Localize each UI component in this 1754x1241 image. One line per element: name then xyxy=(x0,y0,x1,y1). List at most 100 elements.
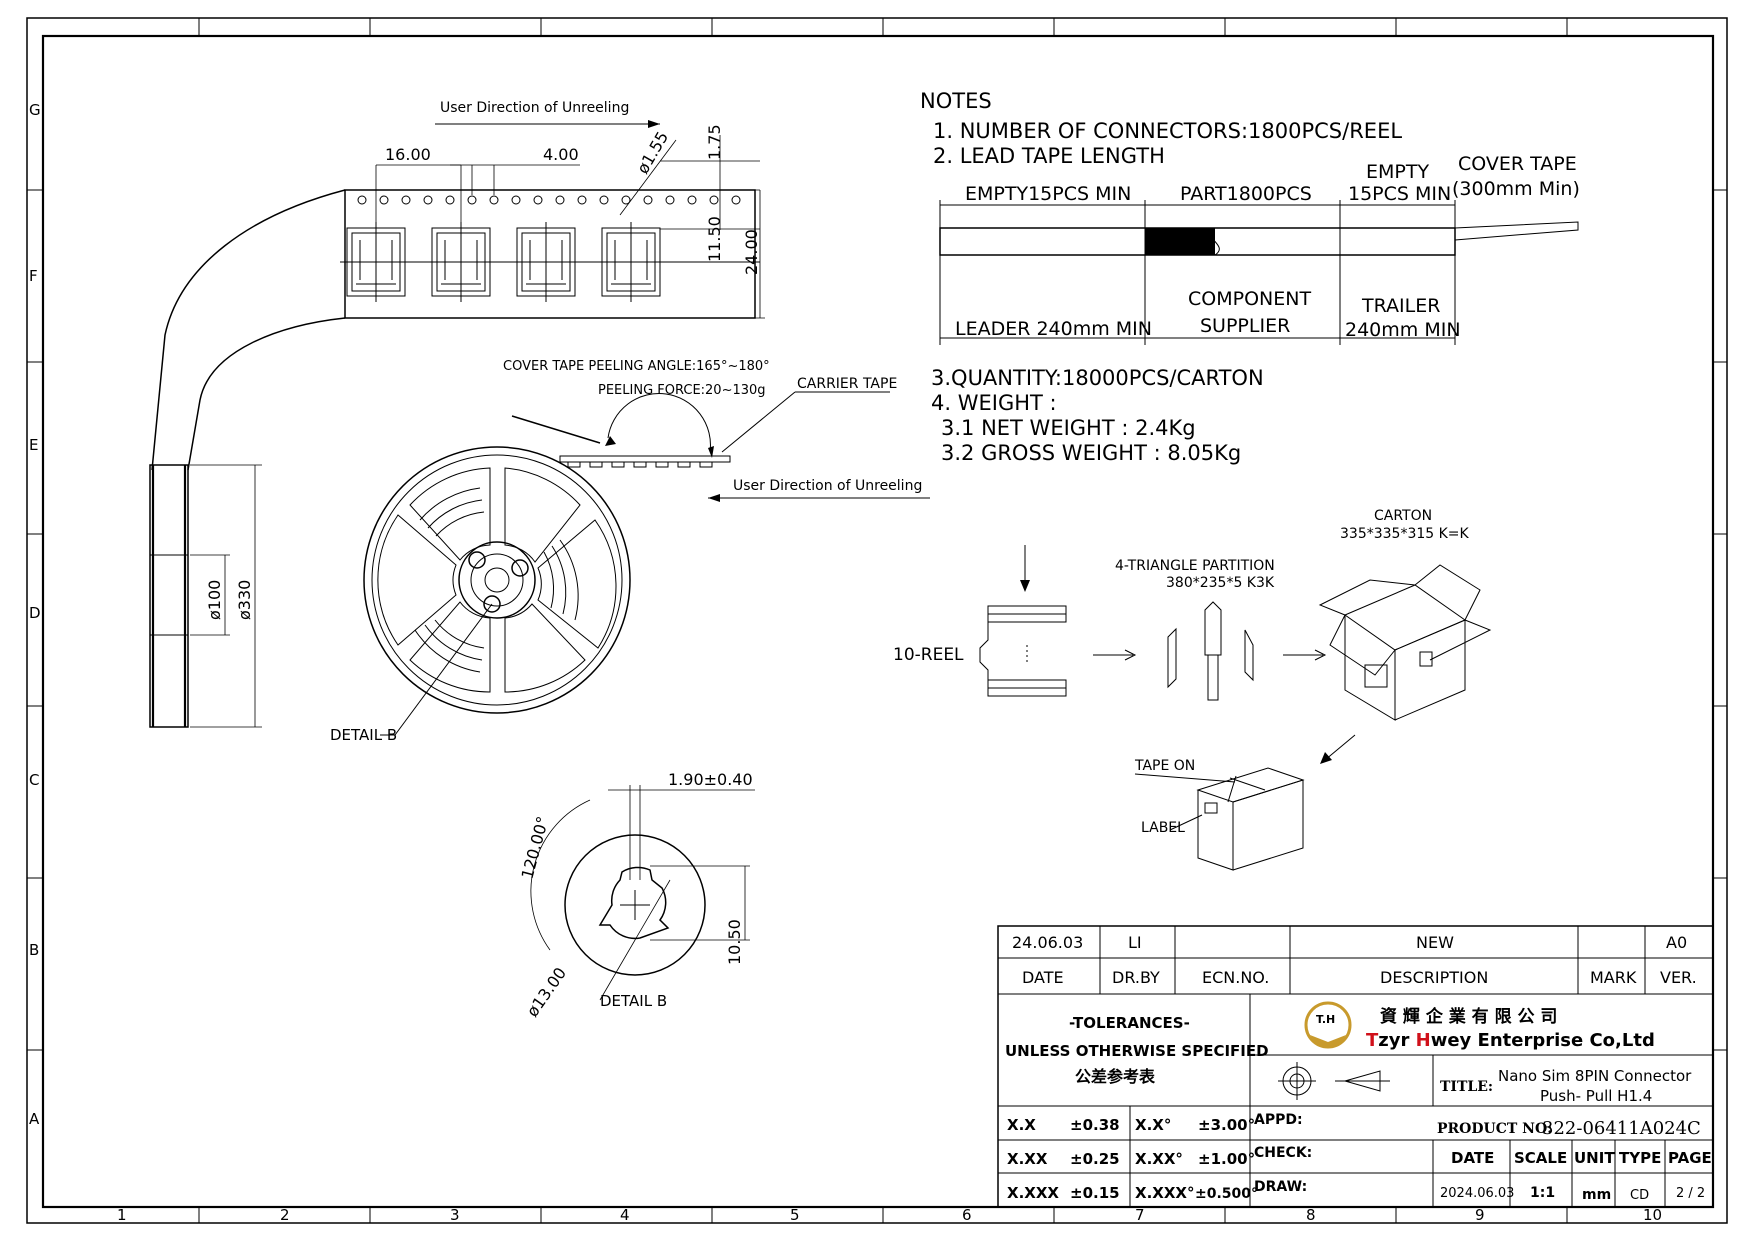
notes-heading: NOTES xyxy=(920,89,992,113)
detail-b-callout: DETAIL B xyxy=(330,726,397,744)
partition-label-1: 4-TRIANGLE PARTITION xyxy=(1115,558,1275,574)
title-label: TITLE: xyxy=(1440,1079,1493,1095)
tol-d-2: ±0.500° xyxy=(1195,1186,1258,1202)
unit-value: mm xyxy=(1582,1187,1611,1203)
tol-b-1: ±0.25 xyxy=(1070,1150,1120,1168)
tol-a-1: X.XX xyxy=(1007,1150,1048,1168)
rev-version: A0 xyxy=(1666,933,1687,952)
notes-block: NOTES 1. NUMBER OF CONNECTORS:1800PCS/RE… xyxy=(920,89,1402,465)
tol-b-0: ±0.38 xyxy=(1070,1116,1120,1134)
note-6: 3.2 GROSS WEIGHT : 8.05Kg xyxy=(941,441,1241,465)
tolerances-heading: -TOLERANCES- xyxy=(1069,1014,1190,1032)
pitch-16-dim: 16.00 xyxy=(385,145,431,164)
note-2: 2. LEAD TAPE LENGTH xyxy=(933,144,1165,168)
note-3: 3.QUANTITY:18000PCS/CARTON xyxy=(931,366,1264,390)
row-label: G xyxy=(29,101,41,119)
lead-component-2: SUPPLIER xyxy=(1200,315,1290,337)
projection-symbol-icon xyxy=(1278,1062,1390,1100)
packing-diagram: 10-REEL 4-TRIANGLE PARTITION 380*235*5 K… xyxy=(893,508,1492,871)
column-label: 8 xyxy=(1306,1206,1316,1224)
unreel-direction-top: User Direction of Unreeling xyxy=(440,100,629,116)
unreel-direction-mid: User Direction of Unreeling xyxy=(733,478,922,494)
header-scale: SCALE xyxy=(1514,1149,1567,1167)
page-value: 2 / 2 xyxy=(1676,1186,1705,1201)
cover-tape-2: (300mm Min) xyxy=(1452,178,1580,200)
row-label: C xyxy=(29,771,39,789)
header-description: DESCRIPTION xyxy=(1380,968,1488,987)
carton-label-1: CARTON xyxy=(1374,508,1432,524)
box-label-label: LABEL xyxy=(1141,820,1185,836)
header-version: VER. xyxy=(1660,968,1697,987)
row-label: F xyxy=(29,267,38,285)
tol-c-0: X.X° xyxy=(1135,1116,1171,1134)
tol-b-2: ±0.15 xyxy=(1070,1184,1120,1202)
check-label: CHECK: xyxy=(1254,1145,1312,1161)
product-no-label: PRODUCT NO: xyxy=(1437,1121,1552,1137)
note-1: 1. NUMBER OF CONNECTORS:1800PCS/REEL xyxy=(933,119,1402,143)
column-label: 1 xyxy=(117,1206,127,1224)
logo-mark-text: T.H xyxy=(1316,1013,1335,1026)
tape-pockets xyxy=(340,222,760,302)
dim-10-50: 10.50 xyxy=(725,919,744,965)
date-value: 2024.06.03 xyxy=(1440,1186,1514,1201)
draw-label: DRAW: xyxy=(1254,1179,1307,1195)
detail-b-title: DETAIL B xyxy=(600,992,667,1010)
tol-a-2: X.XXX xyxy=(1007,1184,1059,1202)
rev-date: 24.06.03 xyxy=(1012,933,1083,952)
dim-24-00: 24.00 xyxy=(742,229,761,275)
cover-tape-1: COVER TAPE xyxy=(1458,153,1577,175)
detail-b-view: 1.90±0.40 120.00° 10.50 ø13.00 DETAIL B xyxy=(518,770,755,1020)
lead-part: PART1800PCS xyxy=(1180,183,1312,205)
header-page: PAGE xyxy=(1668,1149,1712,1167)
row-label: D xyxy=(29,604,41,622)
row-label: A xyxy=(29,1110,40,1128)
header-drby: DR.BY xyxy=(1112,968,1160,987)
lead-empty-end-2: 15PCS MIN xyxy=(1348,183,1451,205)
ten-reel-label: 10-REEL xyxy=(893,645,964,665)
title-block: 24.06.03 LI NEW A0 DATE DR.BY ECN.NO. DE… xyxy=(997,925,1714,1208)
carton-closed-icon xyxy=(1134,767,1305,871)
tol-a-0: X.X xyxy=(1007,1116,1036,1134)
header-date-2: DATE xyxy=(1451,1149,1494,1167)
product-no-value: 322-06411A024C xyxy=(1542,1118,1701,1139)
header-ecn: ECN.NO. xyxy=(1202,968,1269,987)
company-name-en: Tzyr Hwey Enterprise Co,Ltd xyxy=(1366,1030,1655,1051)
title-line-1: Nano Sim 8PIN Connector xyxy=(1498,1067,1692,1085)
reel-front-view: COVER TAPE PEELING ANGLE:165°~180° PEELI… xyxy=(330,359,930,744)
tolerances-cn: 公差参考表 xyxy=(1075,1067,1156,1086)
lead-trailer-2: 240mm MIN xyxy=(1345,319,1461,341)
sprocket-holes xyxy=(357,195,741,205)
column-label: 10 xyxy=(1643,1206,1662,1224)
rev-by: LI xyxy=(1128,933,1142,952)
title-line-2: Push- Pull H1.4 xyxy=(1540,1087,1652,1105)
tol-c-1: X.XX° xyxy=(1135,1150,1183,1168)
header-unit: UNIT xyxy=(1574,1149,1615,1167)
note-4: 4. WEIGHT : xyxy=(931,391,1057,415)
peeling-force-note: PEELING FORCE:20~130g xyxy=(598,383,766,398)
lead-trailer-1: TRAILER xyxy=(1361,295,1440,317)
carrier-tape-top-view: User Direction of Unreeling xyxy=(340,100,765,319)
column-label: 5 xyxy=(790,1206,800,1224)
partition-label-2: 380*235*5 K3K xyxy=(1166,575,1275,591)
tol-d-0: ±3.00° xyxy=(1198,1116,1255,1134)
dim-1-75: 1.75 xyxy=(705,124,724,160)
row-label: B xyxy=(29,941,39,959)
diameter-13-dim: ø13.00 xyxy=(523,964,570,1020)
appd-label: APPD: xyxy=(1254,1112,1303,1128)
drawing-frame: 1 2 3 4 5 6 7 8 9 10 G F E D C B A xyxy=(26,17,1728,1224)
tolerances-subheading: UNLESS OTHERWISE SPECIFIED xyxy=(1005,1042,1269,1060)
lead-leader: LEADER 240mm MIN xyxy=(955,318,1152,340)
scale-value: 1:1 xyxy=(1530,1185,1555,1201)
carton-open-icon xyxy=(1318,564,1492,721)
rev-description: NEW xyxy=(1416,933,1454,952)
pitch-4-dim: 4.00 xyxy=(543,145,579,164)
tol-c-2: X.XXX° xyxy=(1135,1184,1194,1202)
lead-component-1: COMPONENT xyxy=(1188,288,1311,310)
carrier-tape-label: CARRIER TAPE xyxy=(797,376,897,392)
lead-empty-start: EMPTY15PCS MIN xyxy=(965,183,1131,205)
company-name-cn: 資 輝 企 業 有 限 公 司 xyxy=(1380,1006,1557,1027)
diameter-330-dim: ø330 xyxy=(235,580,254,620)
note-5: 3.1 NET WEIGHT : 2.4Kg xyxy=(941,416,1196,440)
column-label: 3 xyxy=(450,1206,460,1224)
